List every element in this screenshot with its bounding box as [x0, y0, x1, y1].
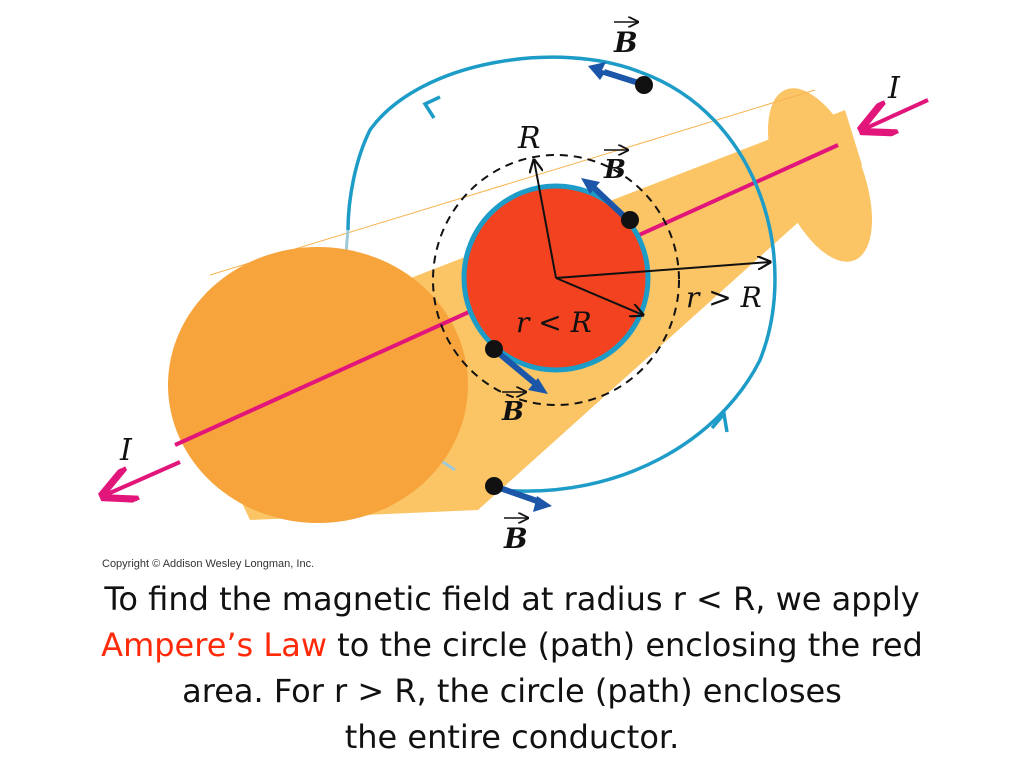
label-b-top: B — [613, 26, 638, 59]
label-b-inner-top: B — [603, 155, 626, 185]
field-point-inner-top — [621, 211, 639, 229]
label-b-inner-bottom: B — [501, 397, 524, 427]
b-arrow-inner-top — [589, 183, 631, 223]
caption-line-4: the entire conductor. — [344, 718, 680, 756]
label-b-bottom: B — [503, 522, 528, 555]
conductor-far-end — [767, 88, 873, 262]
b-arrow-inner-bottom-head — [528, 378, 548, 394]
radius-r-less-vector — [555, 277, 643, 315]
field-point-top — [635, 76, 653, 94]
copyright-notice: Copyright © Addison Wesley Longman, Inc. — [102, 558, 315, 570]
conductor-near-face — [168, 247, 468, 523]
ampere-law-diagram: B B B B I I R r < R r > R — [0, 0, 929, 555]
caption-line-1: To find the magnetic field at radius r <… — [104, 580, 920, 618]
dashed-radius-circle — [432, 154, 680, 406]
radius-R-vector — [534, 160, 557, 279]
field-point-bottom — [485, 477, 503, 495]
field-loop-outer — [499, 70, 777, 493]
ampere-law-highlight: Ampere’s Law — [101, 626, 327, 664]
b-arrow-top — [588, 62, 640, 82]
current-arrow-out — [103, 460, 181, 496]
field-loop-arrowhead-top — [422, 95, 441, 119]
caption-line-2-rest: to the circle (path) enclosing the red — [327, 626, 923, 664]
b-arrow-inner-top-head — [581, 178, 600, 194]
b-arrow-inner-bottom — [493, 347, 539, 388]
label-r-greater-than-R: r > R — [686, 281, 762, 314]
caption: To find the magnetic field at radius r <… — [0, 576, 1024, 760]
field-loop-arrowhead-right — [710, 410, 729, 433]
label-current-bottom: I — [119, 433, 133, 468]
radius-r-greater-vector — [555, 262, 770, 279]
label-radius: R — [517, 121, 541, 156]
b-arrow-bottom-head — [533, 496, 552, 512]
label-current-top: I — [887, 71, 901, 106]
field-loop-outer-top — [346, 55, 641, 231]
caption-line-3: area. For r > R, the circle (path) enclo… — [182, 672, 842, 710]
label-r-less-than-R: r < R — [516, 306, 592, 339]
caption-line-2: Ampere’s Law to the circle (path) enclos… — [0, 622, 1024, 668]
field-point-inner-bottom — [485, 340, 503, 358]
current-arrow-in — [862, 98, 929, 130]
